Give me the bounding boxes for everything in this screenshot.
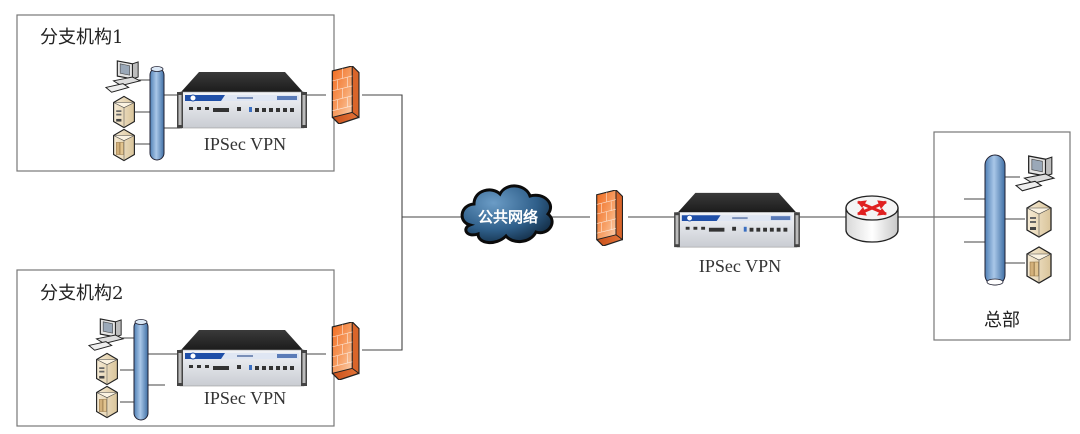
lan-bus-icon <box>149 66 165 161</box>
vpn-gateway-icon <box>673 192 801 248</box>
lan-bus-icon <box>984 154 1006 286</box>
router-icon <box>845 195 899 243</box>
hq-title: 总部 <box>984 310 1020 331</box>
file-server-icon <box>96 385 118 419</box>
branch-1-vpn-label: IPSec VPN <box>204 134 286 154</box>
server-icon <box>1026 200 1052 238</box>
branch-2-vpn-label: IPSec VPN <box>204 388 286 408</box>
vpn-gateway-icon <box>177 71 307 129</box>
public-network-cloud: 公共网络 <box>460 184 554 244</box>
hq-boundary <box>933 131 1071 341</box>
vpn-gateway-icon <box>177 329 307 387</box>
file-server-icon <box>1026 246 1052 284</box>
server-icon <box>113 95 135 129</box>
connection-lines <box>362 94 987 351</box>
cloud-icon <box>460 184 554 244</box>
firewall-icon <box>331 66 360 124</box>
branch-2-title: 分支机构2 <box>40 283 123 304</box>
branch-1-title: 分支机构1 <box>40 27 123 48</box>
headquarters: 总部 <box>933 131 1071 341</box>
workstation-icon <box>88 318 124 351</box>
branch-office-1: 分支机构1 IPSec VPN <box>16 14 360 172</box>
firewall-icon <box>331 322 360 380</box>
workstation-icon <box>1015 155 1055 192</box>
firewall-icon <box>596 190 624 246</box>
file-server-icon <box>113 128 135 162</box>
hq-vpn-label: IPSec VPN <box>699 256 781 276</box>
hq-vpn-gateway: IPSec VPN <box>673 192 801 276</box>
cloud-label: 公共网络 <box>478 208 538 226</box>
lan-bus-icon <box>133 319 149 421</box>
workstation-icon <box>105 60 141 93</box>
link-branch-aggregation <box>362 94 403 351</box>
branch-office-2: 分支机构2 IPSec VPN <box>16 269 360 427</box>
server-icon <box>96 352 118 386</box>
